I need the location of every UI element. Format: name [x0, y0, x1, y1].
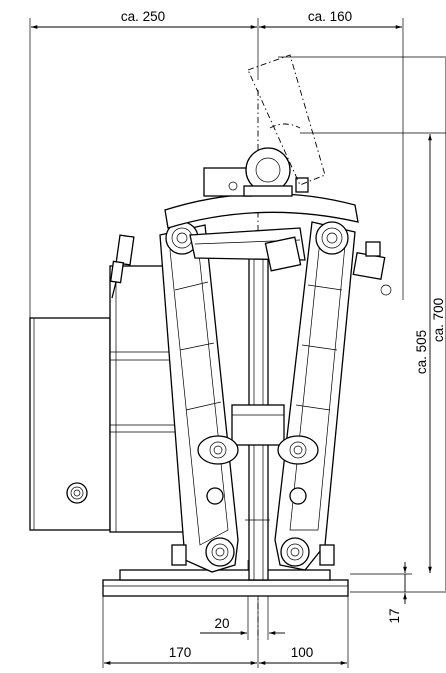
dim-base-thickness: 17 [387, 608, 402, 623]
top-linkage [164, 147, 359, 272]
dim-top-right: ca. 160 [308, 9, 352, 24]
dim-bottom-left: 170 [169, 645, 192, 660]
dim-bottom-right: 100 [291, 645, 314, 660]
dim-top-left: ca. 250 [121, 9, 165, 24]
dimension-lines [29, 18, 446, 668]
thruster-housing [29, 265, 189, 533]
hand-lever-dashed [247, 54, 326, 186]
right-brake-arm [274, 221, 356, 571]
central-column [231, 249, 285, 581]
left-brake-arm [159, 221, 239, 573]
cable-gland-icon [66, 482, 88, 504]
limit-switch-right [352, 241, 392, 296]
dim-gap: 20 [214, 616, 229, 631]
base-plate [102, 569, 349, 597]
limit-switch-left [109, 234, 135, 299]
base-fittings [171, 519, 335, 566]
dim-height-total: ca. 700 [431, 298, 446, 342]
dim-height-inner: ca. 505 [414, 330, 429, 374]
